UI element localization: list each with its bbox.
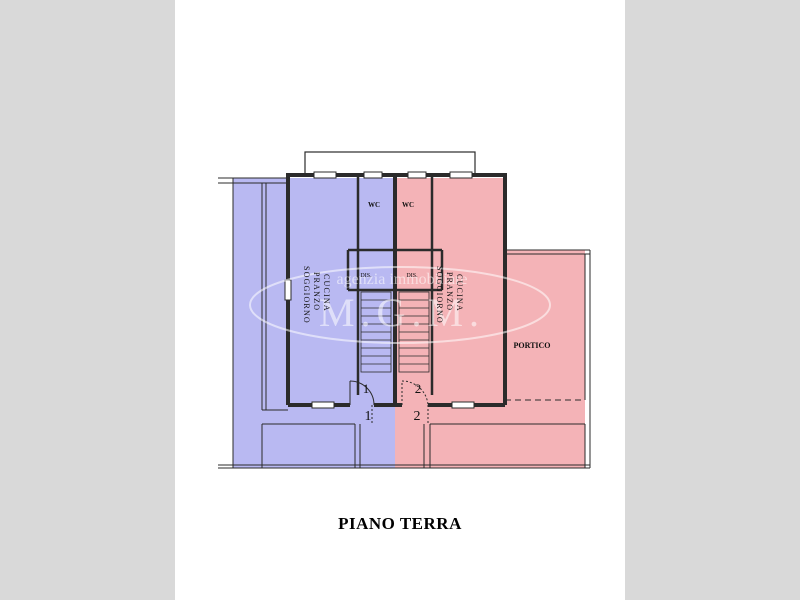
portico-area xyxy=(505,250,585,468)
unit-2-number-upper: 2 xyxy=(415,381,422,396)
unit-2-dining-label: PRANZO xyxy=(445,272,454,311)
unit-2-area xyxy=(395,178,505,468)
unit-2-kitchen-label: CUCINA xyxy=(455,274,464,312)
plan-caption: PIANO TERRA xyxy=(338,514,462,533)
site-lines xyxy=(218,177,591,469)
unit-2-wc-label: WC xyxy=(402,201,414,209)
watermark: agenzia immobiliare M.G.M. xyxy=(249,266,551,344)
doors xyxy=(349,380,429,424)
balcony xyxy=(304,151,476,175)
unit-1-wc-label: WC xyxy=(368,201,380,209)
unit-2-number-lower: 2 xyxy=(414,409,421,424)
unit-1-number-lower: 1 xyxy=(365,409,372,424)
staircases xyxy=(360,291,430,373)
unit-1-kitchen-label: CUCINA xyxy=(322,274,331,312)
unit-1-area xyxy=(233,178,395,468)
watermark-oval xyxy=(249,266,551,344)
watermark-tagline: agenzia immobiliare xyxy=(336,271,467,288)
windows xyxy=(284,171,475,409)
unit-2-living-label: SOGGIORNO xyxy=(435,266,444,324)
unit-2-dis-label: DIS. xyxy=(406,273,418,279)
unit-1-living-label: SOGGIORNO xyxy=(302,266,311,324)
unit-1-dining-label: PRANZO xyxy=(312,272,321,311)
walls xyxy=(286,173,507,407)
unit-1-number-upper: 1 xyxy=(363,381,370,396)
unit-1-dis-label: DIS. xyxy=(360,273,372,279)
watermark-brand: M.G.M. xyxy=(319,290,485,335)
portico-label: PORTICO xyxy=(513,341,550,350)
